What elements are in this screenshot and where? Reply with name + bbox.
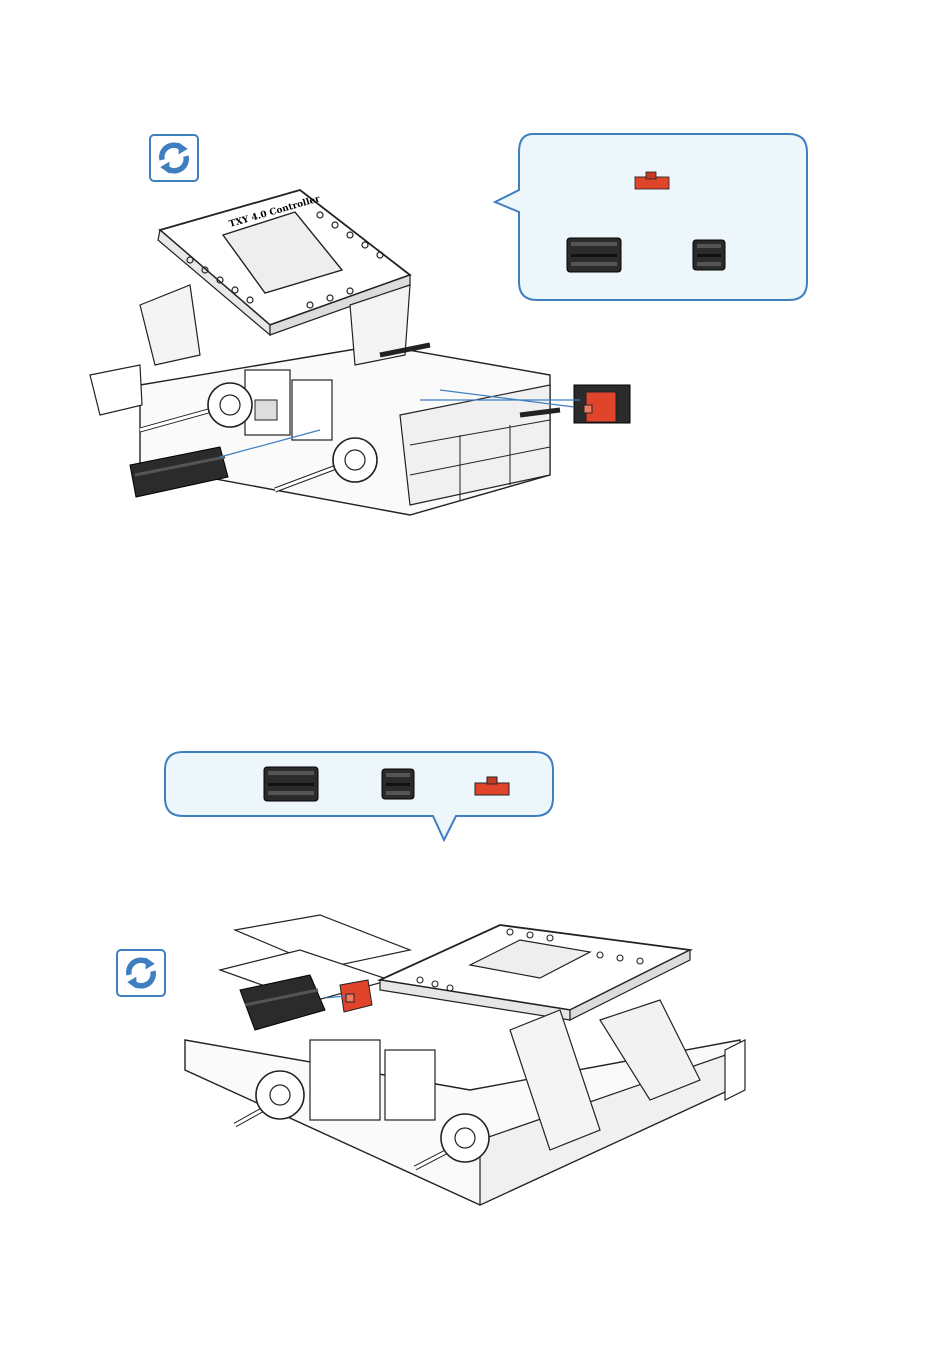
black-single-block-icon — [693, 240, 725, 270]
rotate-view-icon — [149, 134, 199, 182]
black-double-block-part — [240, 975, 325, 1030]
assembly-step-2 — [0, 700, 950, 1358]
robot-assembly-drawing-1: TXY 4.0 Controller — [80, 185, 650, 525]
robot-assembly-drawing-2 — [180, 910, 760, 1210]
red-connector-part — [574, 385, 630, 423]
black-double-block-icon — [264, 767, 318, 801]
black-single-block-icon — [382, 769, 414, 799]
parts-callout — [163, 750, 555, 842]
rotate-view-icon — [116, 949, 166, 997]
assembly-step-1: TXY 4.0 Controller — [0, 0, 950, 620]
